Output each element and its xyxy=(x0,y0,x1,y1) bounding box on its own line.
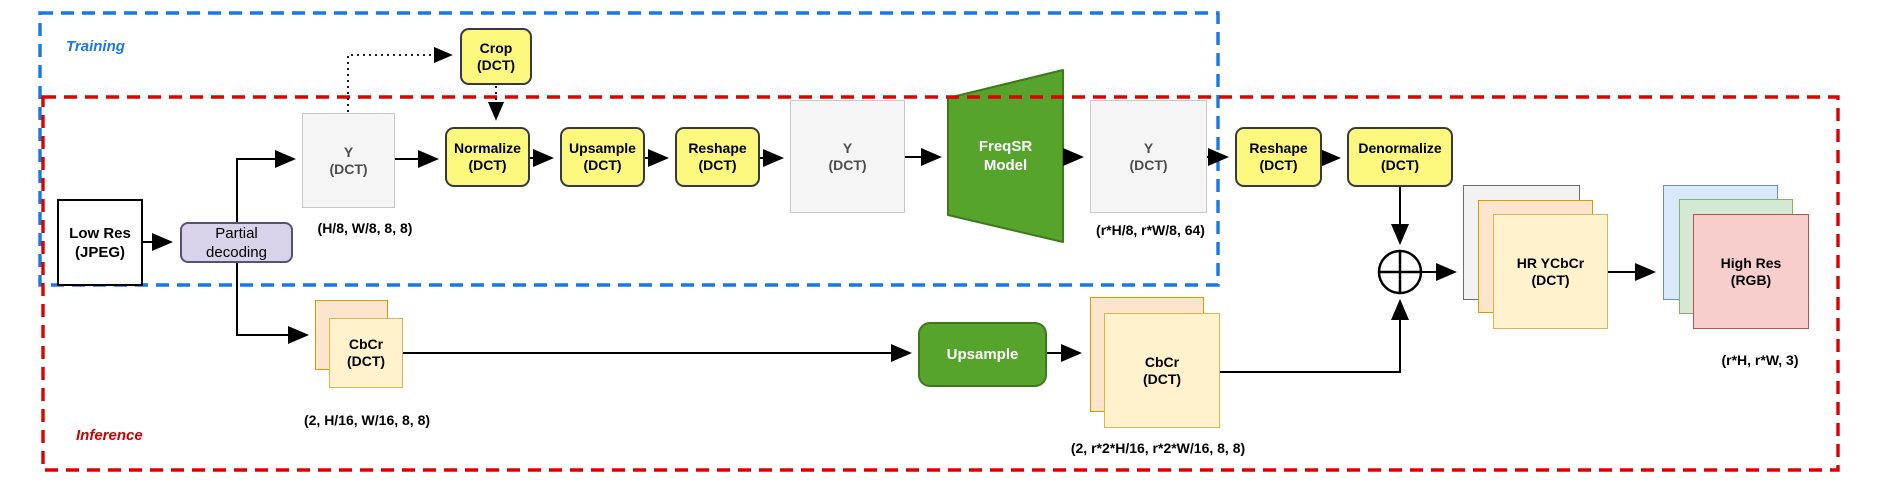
node-label: Model xyxy=(983,157,1028,174)
node-label: Upsample xyxy=(946,346,1019,363)
node-label: (DCT) xyxy=(1142,370,1182,387)
node-label: (RGB) xyxy=(1730,271,1772,288)
node-normalize-dct: Normalize (DCT) xyxy=(445,127,530,187)
training-region-label: Training xyxy=(66,38,125,55)
node-label: CbCr xyxy=(348,336,384,352)
node-upsample: Upsample xyxy=(918,322,1047,387)
node-partial-decoding: Partial decoding xyxy=(180,222,293,263)
node-label: FreqSR xyxy=(978,138,1033,155)
node-label: (DCT) xyxy=(1129,156,1168,173)
sum-plus-icon xyxy=(1377,249,1423,295)
node-reshape-dct-2: Reshape (DCT) xyxy=(1235,127,1322,187)
node-label: (DCT) xyxy=(329,160,368,177)
node-label: (DCT) xyxy=(346,353,386,369)
dims-high-res-rgb: (r*H, r*W, 3) xyxy=(1721,352,1799,368)
node-label: Reshape xyxy=(688,140,747,156)
node-label: (DCT) xyxy=(1259,157,1298,173)
node-y-dct-normalized: Y (DCT) xyxy=(790,100,905,213)
node-label: (DCT) xyxy=(1380,157,1420,173)
node-label: Y xyxy=(1143,139,1154,156)
dotted-arrow-y1-to-crop xyxy=(347,46,453,112)
node-reshape-dct-1: Reshape (DCT) xyxy=(675,127,760,187)
arrow-partial-to-y1 xyxy=(236,150,296,222)
dims-cbcr-dct-1: (2, H/16, W/16, 8, 8) xyxy=(303,412,431,428)
node-low-res-jpeg: Low Res (JPEG) xyxy=(57,199,143,286)
node-label: HR YCbCr xyxy=(1516,254,1585,271)
node-label: (DCT) xyxy=(1531,271,1570,288)
node-label: Upsample xyxy=(569,140,636,156)
node-y-dct-output: Y (DCT) xyxy=(1090,100,1207,213)
node-y-dct-input: Y (DCT) xyxy=(302,113,395,208)
arrow-cbcr2-to-sum xyxy=(1220,299,1409,373)
node-label: Low Res xyxy=(69,224,131,242)
arrow-partial-to-cbcr1 xyxy=(236,263,309,344)
node-label: Y xyxy=(842,139,853,156)
node-cbcr-dct-1: CbCr (DCT) xyxy=(329,318,403,388)
dims-y-dct-output: (r*H/8, r*W/8, 64) xyxy=(1096,222,1205,238)
node-label: (DCT) xyxy=(583,157,622,173)
node-label: Crop xyxy=(479,39,513,56)
node-cbcr-dct-2: CbCr (DCT) xyxy=(1104,313,1220,428)
node-upsample-dct: Upsample (DCT) xyxy=(560,127,645,187)
freqsr-model-trapezoid xyxy=(947,69,1064,243)
node-label: (DCT) xyxy=(476,56,516,73)
node-label: Denormalize xyxy=(1358,140,1442,156)
node-high-res-rgb: High Res (RGB) xyxy=(1693,214,1809,329)
node-label: Partial xyxy=(215,224,258,242)
inference-region-border xyxy=(41,95,1840,472)
node-label: (DCT) xyxy=(468,157,507,173)
inference-region-label: Inference xyxy=(76,427,143,444)
node-denormalize-dct: Denormalize (DCT) xyxy=(1347,127,1453,187)
dims-y-dct-input: (H/8, W/8, 8, 8) xyxy=(317,220,413,236)
node-label: (JPEG) xyxy=(74,243,125,261)
node-freqsr-model-label: FreqSR Model xyxy=(948,126,1063,186)
node-label: Y xyxy=(343,143,354,160)
node-label: High Res xyxy=(1720,254,1782,271)
node-label: Reshape xyxy=(1249,140,1308,156)
node-label: (DCT) xyxy=(698,157,737,173)
node-label: decoding xyxy=(206,243,267,261)
node-crop-dct: Crop (DCT) xyxy=(460,28,532,85)
dims-cbcr-dct-2: (2, r*2*H/16, r*2*W/16, 8, 8) xyxy=(1070,440,1246,456)
node-label: (DCT) xyxy=(828,156,867,173)
node-hr-ycbcr-dct: HR YCbCr (DCT) xyxy=(1493,214,1608,329)
node-label: CbCr xyxy=(1144,353,1180,370)
node-label: Normalize xyxy=(454,140,521,156)
